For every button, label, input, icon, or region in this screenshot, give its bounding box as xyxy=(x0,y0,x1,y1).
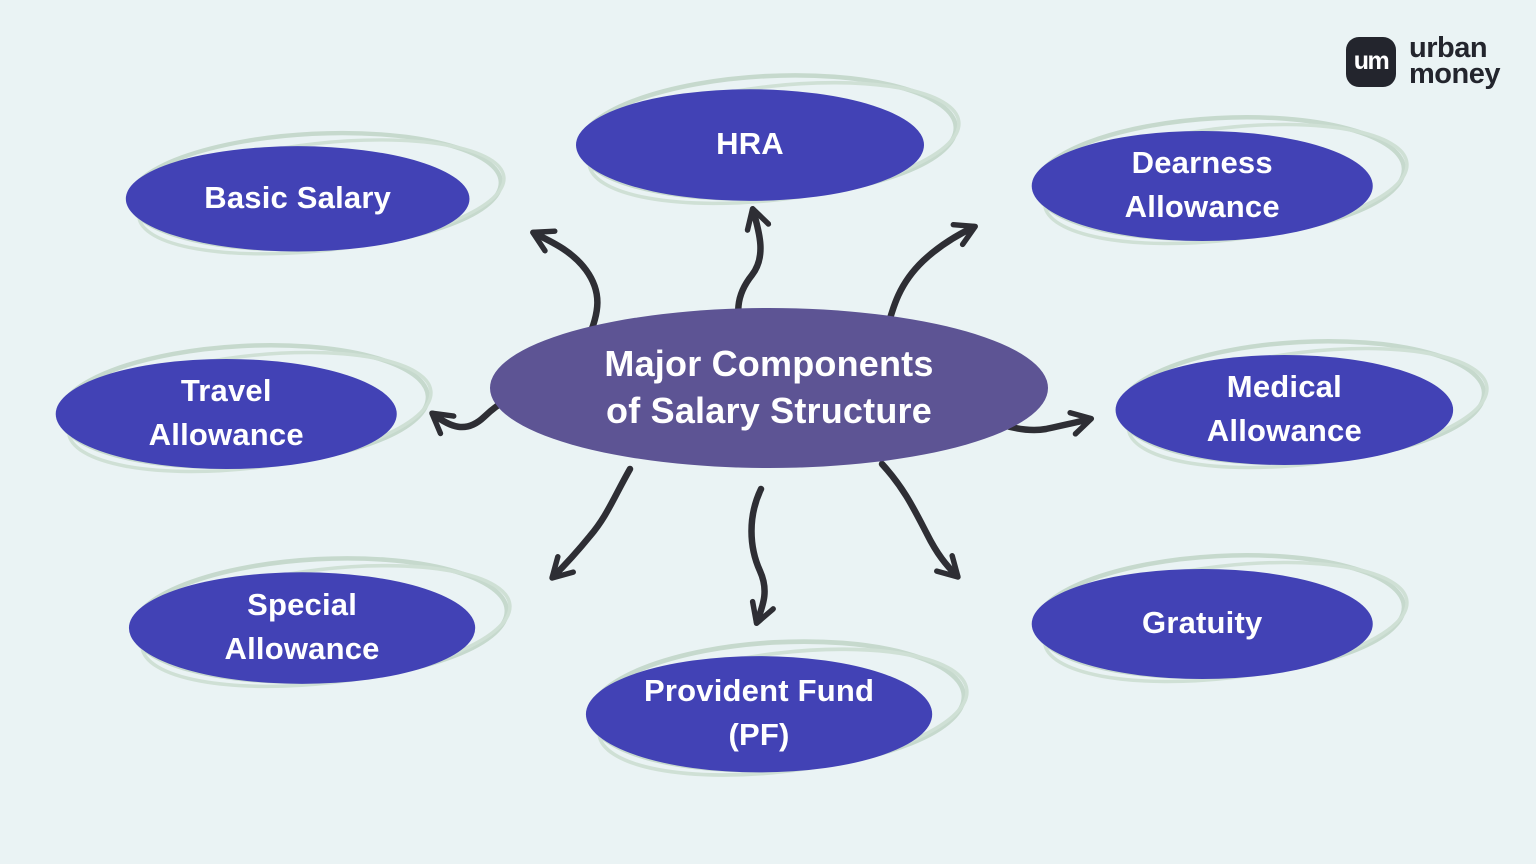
ellipse-fill xyxy=(125,146,470,252)
node-special-allowance: Special Allowance xyxy=(115,553,513,695)
node-label: Gratuity xyxy=(1018,556,1386,690)
arrow-to-provident-fund xyxy=(748,485,776,627)
center-label-line: of Salary Structure xyxy=(606,390,932,431)
node-provident-fund: Provident Fund (PF) xyxy=(572,636,970,784)
ellipse-fill xyxy=(55,359,397,469)
node-label-line: Travel xyxy=(180,372,272,408)
node-label: HRA xyxy=(562,76,938,212)
ellipse-fill xyxy=(1031,569,1373,679)
node-hra: HRA xyxy=(562,70,962,212)
ellipse-fill xyxy=(490,308,1048,468)
node-travel-allowance: Travel Allowance xyxy=(42,340,434,480)
node-label-line: Medical xyxy=(1226,368,1342,404)
node-label: Travel Allowance xyxy=(42,346,410,480)
ellipse-fill xyxy=(576,89,924,201)
urban-money-logo-icon: um xyxy=(1346,36,1396,87)
logo-wordmark-line2: money xyxy=(1409,57,1500,90)
node-dearness-allowance: Dearness Allowance xyxy=(1018,112,1410,252)
node-label: Medical Allowance xyxy=(1102,342,1467,476)
ellipse-fill xyxy=(1115,355,1454,465)
node-label-line: Allowance xyxy=(224,630,380,666)
node-label-line: (PF) xyxy=(728,716,790,752)
center-label-line: Major Components xyxy=(604,343,934,385)
node-label-line: Basic Salary xyxy=(204,179,392,215)
center-node-label: Major Components of Salary Structure xyxy=(488,306,1050,470)
logo-wordmark: urban money xyxy=(1409,32,1500,90)
node-label: Dearness Allowance xyxy=(1018,118,1386,252)
node-label-line: HRA xyxy=(716,125,784,161)
logo-monogram: um xyxy=(1353,47,1390,76)
node-label-line: Dearness xyxy=(1131,144,1273,180)
node-label-line: Special xyxy=(247,586,358,622)
ellipse-fill xyxy=(585,656,933,773)
node-label-line: Gratuity xyxy=(1142,604,1263,640)
logo-wordmark-line1: urban xyxy=(1409,32,1488,64)
arrow-to-special-allowance xyxy=(549,465,634,581)
urban-money-logo: um urban money xyxy=(1346,32,1500,90)
ellipse-fill xyxy=(1031,131,1373,241)
node-label-line: Allowance xyxy=(1124,188,1280,224)
ellipse-fill xyxy=(128,572,476,684)
arrow-to-gratuity xyxy=(878,460,961,580)
node-label-line: Allowance xyxy=(148,416,304,452)
node-basic-salary: Basic Salary xyxy=(112,128,507,262)
node-label-line: Allowance xyxy=(1206,412,1362,448)
node-label: Special Allowance xyxy=(115,559,489,695)
node-label-line: Provident Fund xyxy=(643,672,875,708)
node-label: Provident Fund (PF) xyxy=(572,642,946,784)
node-medical-allowance: Medical Allowance xyxy=(1102,336,1490,476)
node-label: Basic Salary xyxy=(112,133,483,262)
node-gratuity: Gratuity xyxy=(1018,550,1410,690)
center-node: Major Components of Salary Structure xyxy=(488,306,1050,470)
